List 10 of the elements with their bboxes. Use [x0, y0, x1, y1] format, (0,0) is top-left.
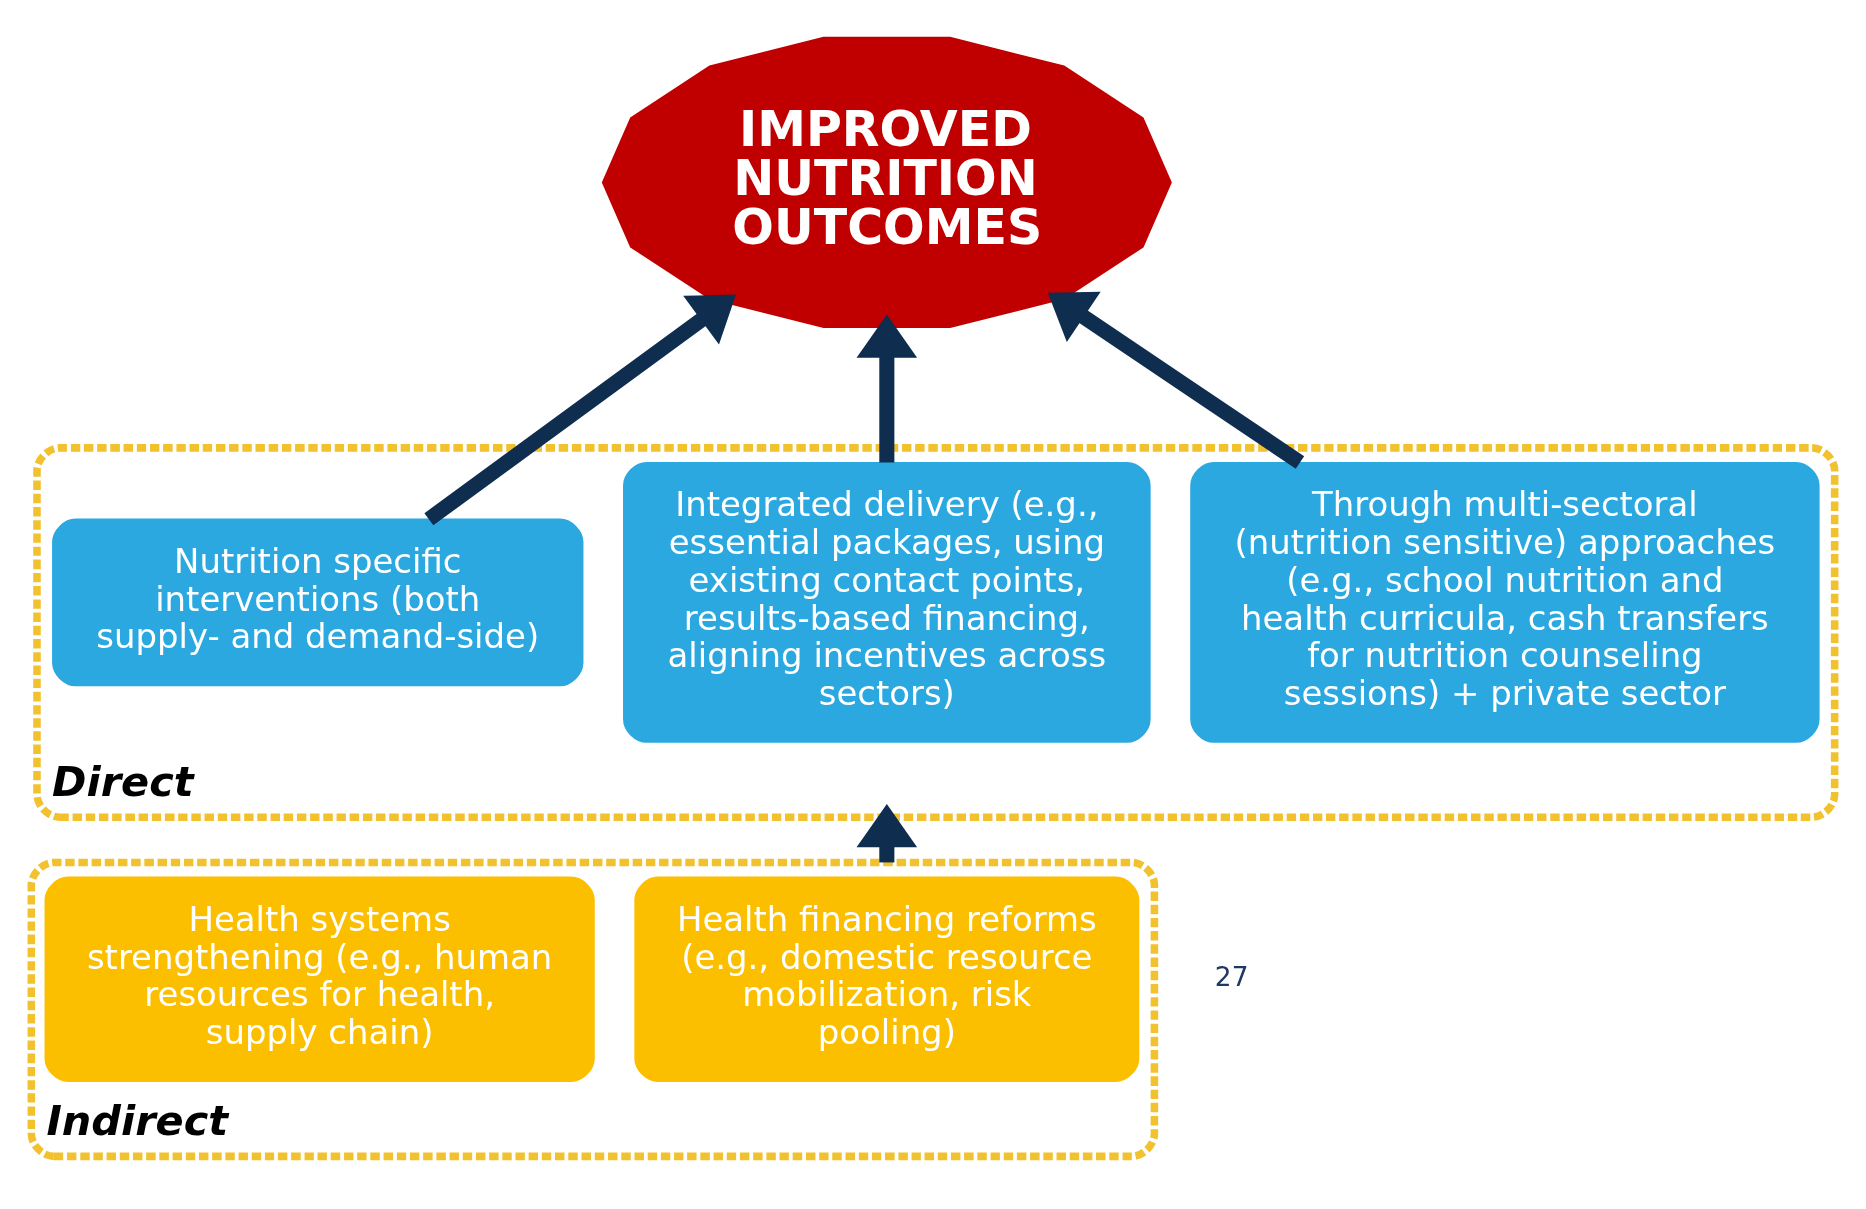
node-box: Health financing reforms (e.g., domestic resource mobilization, risk pooling) [634, 876, 1140, 1082]
arrow [1047, 291, 1305, 469]
node-box: Health systems strengthening (e.g., human resources for health, supply chain) [44, 876, 595, 1082]
arrow [424, 294, 736, 526]
node-box: Nutrition specific interventions (both supply- and demand-side) [52, 518, 584, 687]
node-box: Through multi-sectoral (nutrition sensitive) approaches (e.g., school nutrition and health curricula, cash transfers for nutrition counseling sessions) + private sector [1190, 462, 1820, 743]
label: 27 [1214, 962, 1249, 993]
arrow [856, 804, 918, 863]
arrow [856, 314, 918, 463]
node-box: Integrated delivery (e.g., essential packages, using existing contact points, results-based financing, aligning incentives across sectors) [623, 462, 1151, 743]
